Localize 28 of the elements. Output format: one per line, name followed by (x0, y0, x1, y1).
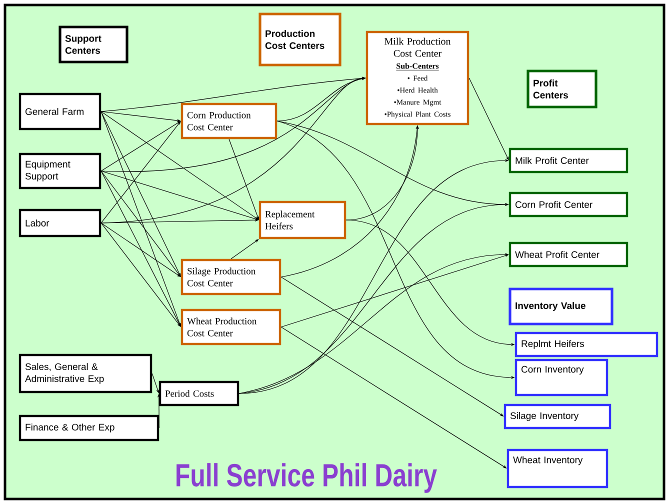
inventory-box: Replmt Heifers (514, 332, 658, 358)
expense-box: Sales, General & Administrative Exp (18, 354, 152, 394)
heading-box: Inventory Value (508, 288, 614, 326)
profit-center-box: Corn Profit Center (508, 192, 628, 218)
support-center-box: Labor (18, 208, 102, 238)
support-center-box: Equipment Support (18, 152, 102, 190)
cost-center-box: Corn Production Cost Center (180, 102, 278, 140)
arrow (468, 78, 509, 160)
profit-center-box: Milk Profit Center (508, 148, 628, 174)
arrow (100, 111, 181, 277)
expense-box: Finance & Other Exp (18, 414, 160, 442)
support-center-box: General Farm (18, 92, 102, 130)
heading-box: Profit Centers (526, 70, 598, 108)
arrow (100, 170, 181, 277)
cost-center-box: Silage Production Cost Center (180, 258, 282, 296)
cost-center-box: Wheat Production Cost Center (180, 308, 282, 346)
inventory-box: Silage Inventory (504, 404, 612, 430)
inventory-box: Wheat Inventory (506, 448, 608, 488)
heading-box: Support Centers (58, 26, 128, 64)
inventory-box: Corn Inventory (514, 358, 608, 396)
arrow (100, 121, 181, 224)
period-costs-box: Period Costs (158, 380, 240, 406)
cost-center-box: Replacement Heifers (258, 200, 346, 240)
profit-center-box: Wheat Profit Center (508, 242, 628, 268)
arrow (100, 222, 181, 327)
heading-box: Production Cost Centers (258, 12, 342, 66)
arrow (100, 170, 181, 327)
title: Full Service Phil Dairy (176, 463, 437, 493)
